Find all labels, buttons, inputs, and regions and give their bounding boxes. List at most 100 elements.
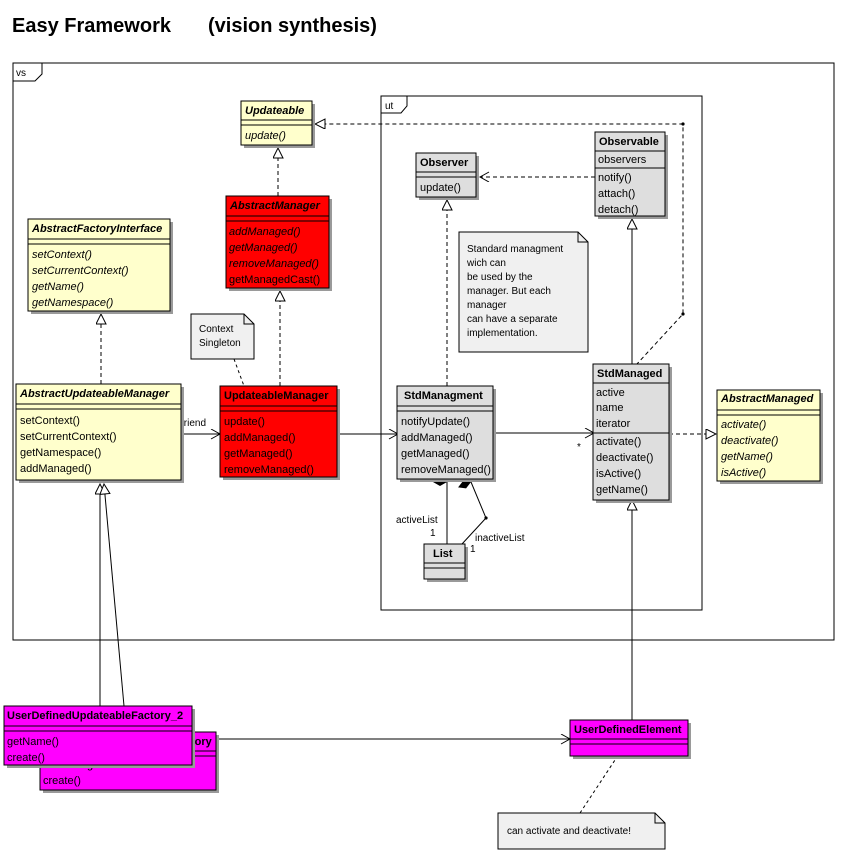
observable-op: attach()	[598, 188, 635, 200]
class-abstract-updateable-manager: AbstractUpdateableManager setContext() s…	[15, 383, 184, 483]
generalization-factory-b	[104, 484, 125, 707]
abstract-factory-interface-op: getName()	[32, 281, 84, 293]
note-activate: can activate and deactivate!	[497, 812, 666, 850]
updateable-manager-op: getManaged()	[224, 448, 293, 460]
abstract-updateable-manager-op: addManaged()	[20, 463, 92, 475]
note-anchor-activate	[579, 756, 618, 814]
abstract-managed-op: isActive()	[721, 467, 767, 479]
abstract-updateable-manager-op: setContext()	[20, 415, 80, 427]
class-observer: Observer update()	[415, 152, 479, 200]
class-abstract-managed: AbstractManaged activate() deactivate() …	[716, 389, 823, 484]
updateable-manager-op: update()	[224, 416, 265, 428]
std-managment-name: StdManagment	[404, 390, 483, 402]
user-factory-back-name-tail: tory	[191, 736, 213, 748]
class-updateable: Updateable update()	[240, 100, 315, 148]
abstract-factory-interface-name: AbstractFactoryInterface	[31, 223, 162, 235]
note-standard-line: manager	[467, 300, 507, 311]
package-ut-label: ut	[385, 101, 394, 112]
note-standard-line: Standard managment	[467, 244, 563, 255]
abstract-manager-op: addManaged()	[229, 226, 301, 238]
updateable-op: update()	[245, 130, 286, 142]
abstract-managed-op: deactivate()	[721, 435, 779, 447]
class-abstract-manager: AbstractManager addManaged() getManaged(…	[225, 195, 332, 291]
observable-op: notify()	[598, 172, 632, 184]
user-factory-2-op: getName()	[7, 736, 59, 748]
observable-name: Observable	[599, 136, 659, 148]
package-ut: ut	[380, 95, 703, 611]
observable-attr: observers	[598, 154, 647, 166]
note-standard-line: wich can	[466, 258, 506, 269]
user-factory-2-op: create()	[7, 752, 45, 764]
abstract-updateable-manager-name: AbstractUpdateableManager	[19, 388, 170, 400]
class-updateable-manager: UpdateableManager update() addManaged() …	[219, 385, 340, 480]
updateable-manager-name: UpdateableManager	[224, 390, 329, 402]
updateable-manager-op: removeManaged()	[224, 464, 314, 476]
class-user-defined-element: UserDefinedElement	[569, 719, 691, 759]
abstract-factory-interface-op: setCurrentContext()	[32, 265, 129, 277]
std-managed-name: StdManaged	[597, 368, 662, 380]
note-standard-line: manager. But each	[467, 286, 551, 297]
abstract-updateable-manager-op: setCurrentContext()	[20, 431, 117, 443]
updateable-name: Updateable	[245, 105, 304, 117]
inactivelist-multiplicity: 1	[470, 544, 476, 555]
activelist-label: activeList	[396, 515, 438, 526]
class-list: List	[423, 543, 468, 582]
abstract-manager-op: removeManaged()	[229, 258, 319, 270]
note-standard-line: can have a separate	[467, 314, 558, 325]
std-managed-attr: iterator	[596, 418, 631, 430]
observable-op: detach()	[598, 204, 638, 216]
note-context-singleton: Context Singleton	[190, 313, 255, 360]
note-standard-managment: Standard managment wich can be used by t…	[458, 231, 589, 353]
note-context-line: Singleton	[199, 338, 241, 349]
user-defined-element-name: UserDefinedElement	[574, 724, 682, 736]
note-context-line: Context	[199, 324, 234, 335]
list-name: List	[433, 548, 453, 560]
std-managment-op: notifyUpdate()	[401, 416, 470, 428]
class-std-managed: StdManaged active name iterator activate…	[592, 363, 672, 503]
note-standard-line: be used by the	[467, 272, 533, 283]
friend-label: friend	[181, 418, 206, 429]
multiplicity-star: *	[577, 442, 581, 453]
abstract-updateable-manager-op: getNamespace()	[20, 447, 101, 459]
inactivelist-label: inactiveList	[475, 533, 525, 544]
std-managed-attr: name	[596, 402, 624, 414]
note-standard-line: implementation.	[467, 328, 538, 339]
std-managment-op: removeManaged()	[401, 464, 491, 476]
abstract-managed-op: getName()	[721, 451, 773, 463]
abstract-factory-interface-op: setContext()	[32, 249, 92, 261]
class-abstract-factory-interface: AbstractFactoryInterface setContext() se…	[27, 218, 173, 314]
std-managment-op: addManaged()	[401, 432, 473, 444]
route-dot-b	[681, 312, 685, 316]
abstract-manager-op: getManaged()	[229, 242, 298, 254]
relationships	[100, 124, 716, 814]
abstract-factory-interface-op: getNamespace()	[32, 297, 114, 309]
std-managed-op: isActive()	[596, 468, 641, 480]
abstract-manager-op: getManagedCast()	[229, 274, 320, 286]
std-managed-op: activate()	[596, 436, 641, 448]
user-factory-back-op: create()	[43, 775, 81, 787]
abstract-managed-op: activate()	[721, 419, 767, 431]
abstract-managed-name: AbstractManaged	[720, 393, 814, 405]
observer-name: Observer	[420, 157, 469, 169]
abstract-manager-name: AbstractManager	[229, 200, 321, 212]
activelist-multiplicity: 1	[430, 528, 436, 539]
route-dot-a	[681, 122, 685, 126]
std-managed-op: deactivate()	[596, 452, 653, 464]
class-std-managment: StdManagment notifyUpdate() addManaged()…	[396, 385, 496, 482]
std-managed-op: getName()	[596, 484, 648, 496]
package-vs-label: vs	[16, 68, 26, 79]
class-user-factory-2: UserDefinedUpdateableFactory_2 getName()…	[3, 705, 195, 768]
std-managed-attr: active	[596, 387, 625, 399]
diagram-subtitle: (vision synthesis)	[208, 15, 377, 37]
user-factory-2-name: UserDefinedUpdateableFactory_2	[7, 710, 183, 722]
diagram-title: Easy Framework	[12, 15, 172, 37]
package-vs: vs	[12, 62, 835, 641]
note-anchor-context	[233, 358, 245, 387]
note-activate-line: can activate and deactivate!	[507, 826, 631, 837]
realization-stdmanaged-updateable	[315, 124, 684, 366]
class-observable: Observable observers notify() attach() d…	[594, 131, 668, 219]
route-dot-c	[484, 516, 488, 520]
observer-op: update()	[420, 182, 461, 194]
std-managment-op: getManaged()	[401, 448, 470, 460]
